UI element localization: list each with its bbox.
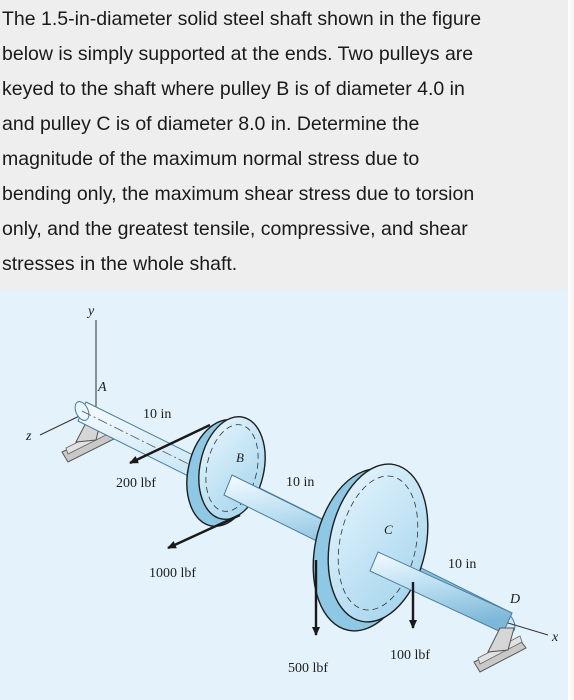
problem-line-5: magnitude of the maximum normal stress d… [2,148,420,170]
point-c-label: C [384,522,393,537]
shaft-figure: y z x [0,290,574,700]
problem-line-6: bending only, the maximum shear stress d… [2,183,475,205]
force-1000-arrow [167,513,241,550]
dimension-ab-label: 10 in [143,407,171,422]
pulley-c [312,463,429,632]
point-a-label: A [97,380,107,395]
problem-line-1: The 1.5-in-diameter solid steel shaft sh… [2,8,482,30]
force-200-arrow [129,423,211,465]
force-100-label: 100 lbf [390,648,430,663]
problem-line-7: only, and the greatest tensile, compress… [2,218,468,240]
point-b-label: B [236,450,244,465]
problem-line-8: stresses in the whole shaft. [2,253,238,275]
z-axis-label: z [25,429,32,444]
y-axis-label: y [86,304,95,319]
x-axis-line [507,622,549,636]
force-1000-label: 1000 lbf [149,566,196,581]
x-axis-label: x [551,630,559,645]
dimension-bc-label: 10 in [286,475,314,490]
pulley-b [186,416,266,527]
problem-statement: The 1.5-in-diameter solid steel shaft sh… [0,0,574,290]
dimension-cd-label: 10 in [448,557,476,572]
page-edge [568,0,574,700]
point-d-label: D [509,592,520,607]
force-500-label: 500 lbf [288,661,328,676]
problem-line-3: keyed to the shaft where pulley B is of … [2,78,465,100]
shaft-diagram: y z x [25,304,559,676]
force-200-label: 200 lbf [116,476,156,491]
problem-line-4: and pulley C is of diameter 8.0 in. Dete… [2,113,420,135]
problem-line-2: below is simply supported at the ends. T… [2,43,474,65]
support-d [473,627,527,673]
